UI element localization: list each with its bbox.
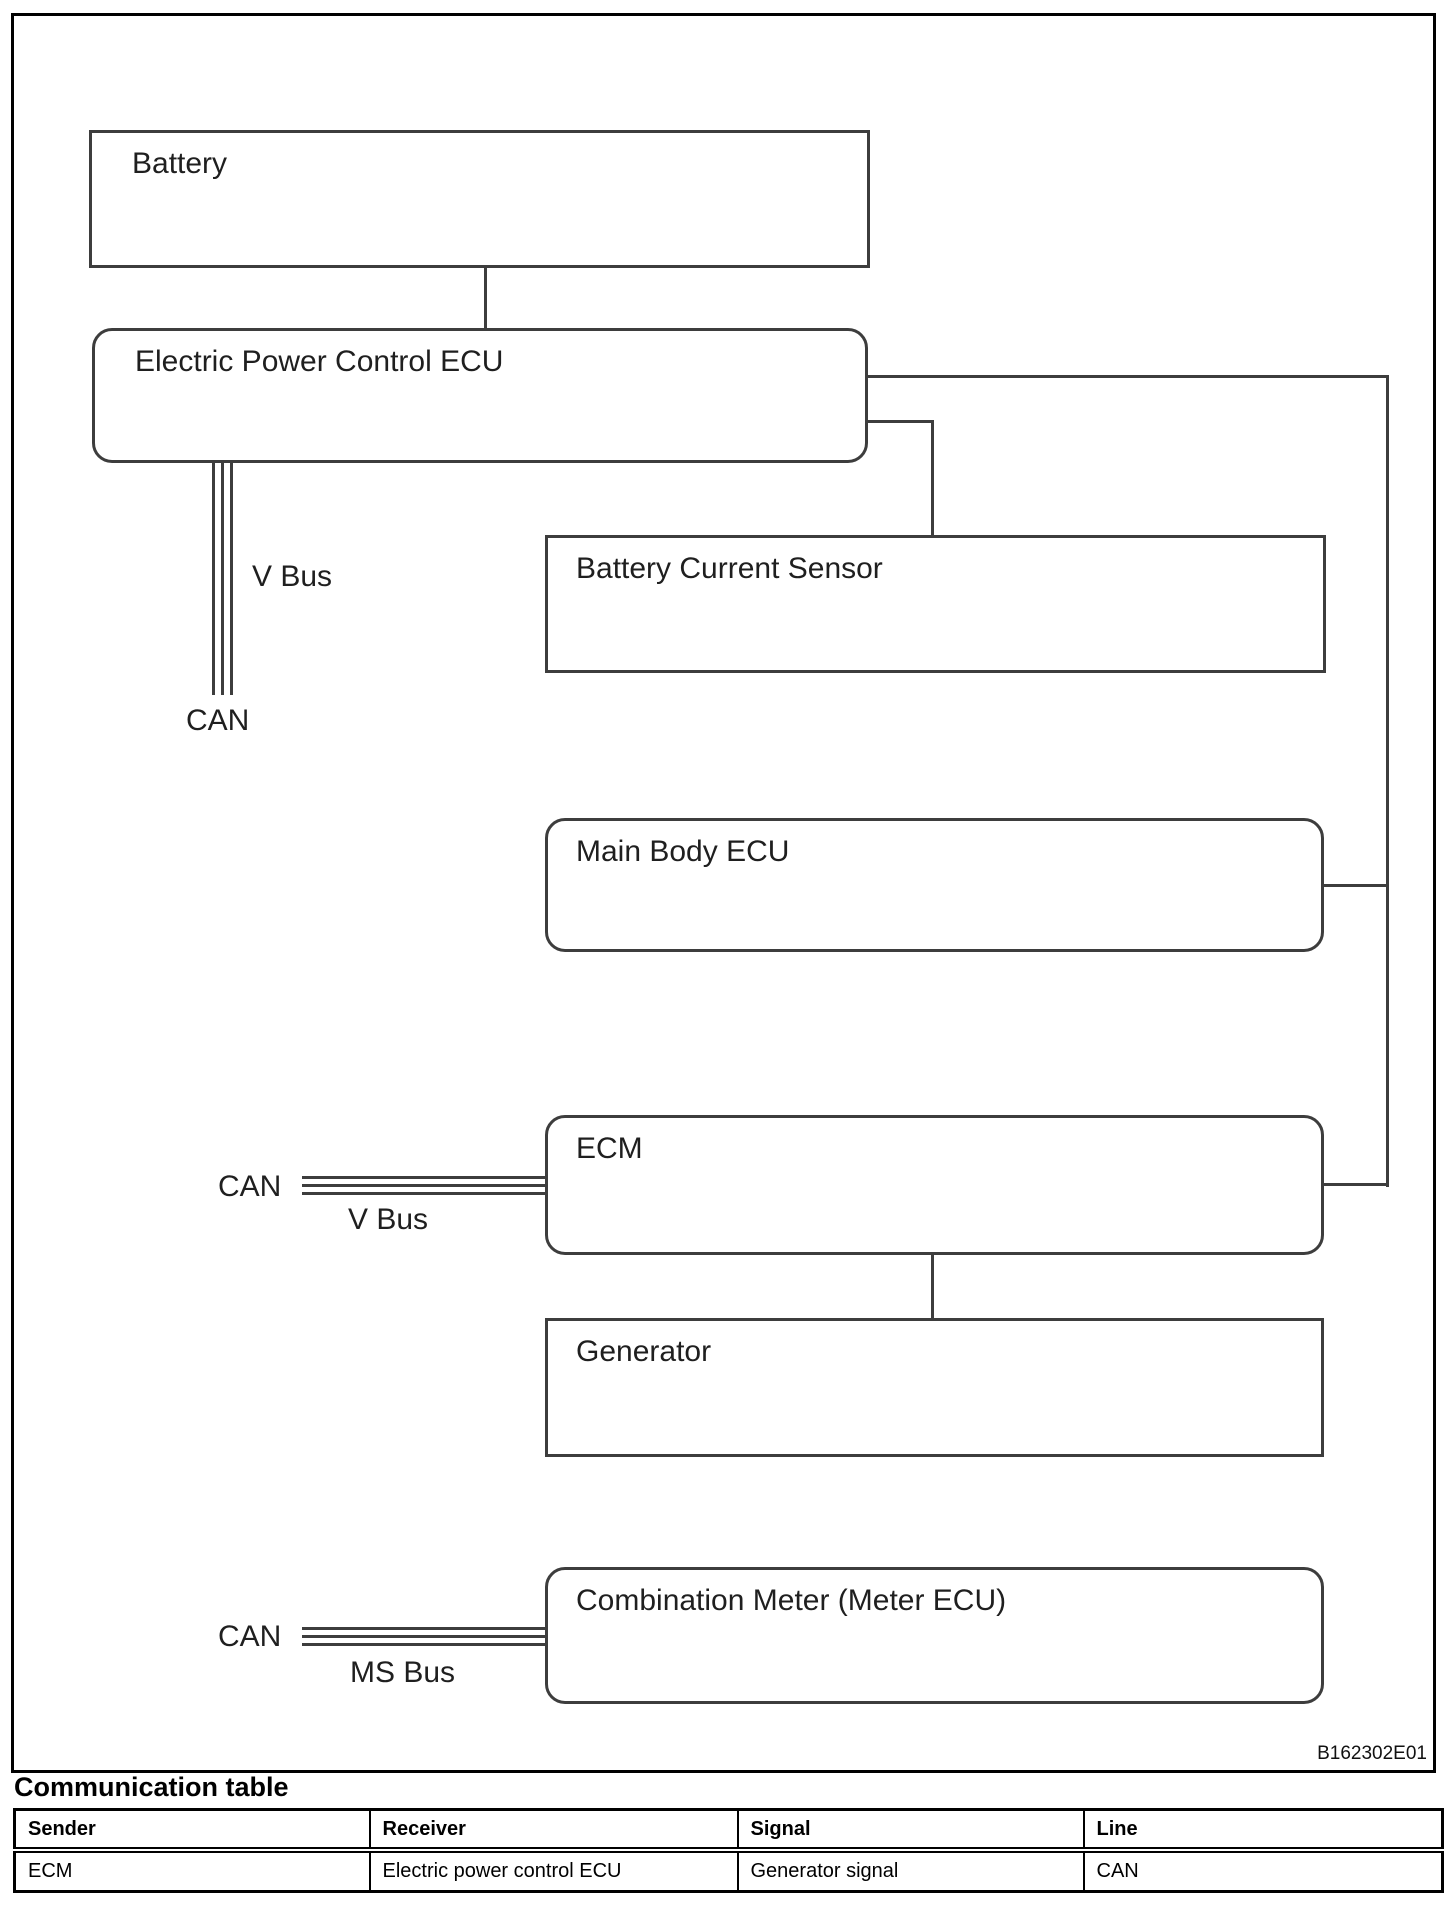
ecm-label: ECM [576,1132,643,1165]
v-bus-label-top: V Bus [252,560,333,593]
communication-table-heading: Communication table [14,1772,289,1802]
wire-battery-to-epc [484,268,487,328]
generator-box: Generator [545,1318,1324,1457]
figure-code: B162302E01 [1317,1743,1427,1764]
right-bus-vertical-wire [1386,375,1389,1187]
epc-v-bus-triple-line-2 [221,463,224,695]
can-label-meter: CAN [218,1620,282,1653]
battery-box: Battery [89,130,870,268]
combination-meter-label: Combination Meter (Meter ECU) [576,1584,1007,1617]
battery-current-sensor-label: Battery Current Sensor [576,552,883,585]
ecm-can-triple-line-3 [302,1192,545,1195]
cell-receiver: Electric power control ECU [368,1849,739,1893]
meter-can-triple-line-2 [302,1635,545,1638]
wire-ecm-to-bus [1321,1183,1386,1186]
communication-table: Sender Receiver Signal Line ECM Electric… [13,1808,1444,1893]
ms-bus-label-meter: MS Bus [350,1656,456,1689]
column-header-signal: Signal [736,1808,1085,1853]
generator-label: Generator [576,1335,712,1368]
electric-power-control-ecu-box: Electric Power Control ECU [92,328,868,463]
wire-epc-to-battery-current-sensor-horizontal [868,420,934,423]
can-label-ecm: CAN [218,1170,282,1203]
electric-power-control-ecu-label: Electric Power Control ECU [135,345,504,378]
epc-v-bus-triple-line-3 [230,463,233,695]
column-header-line: Line [1082,1808,1444,1853]
cell-sender: ECM [13,1849,371,1893]
battery-label: Battery [132,147,228,180]
ecm-can-triple-line-2 [302,1184,545,1187]
diagram-border [11,13,1436,1773]
wire-epc-to-battery-current-sensor-vertical [931,420,934,535]
communication-table-header-row: Sender Receiver Signal Line [13,1808,1444,1853]
cell-line: CAN [1082,1849,1444,1893]
meter-can-triple-line-1 [302,1627,545,1630]
battery-current-sensor-box: Battery Current Sensor [545,535,1326,673]
cell-signal: Generator signal [736,1849,1085,1893]
wire-main-body-ecu-to-bus [1321,884,1386,887]
table-row: ECM Electric power control ECU Generator… [13,1849,1444,1893]
column-header-sender: Sender [13,1808,371,1853]
wire-epc-to-right-bus [868,375,1389,378]
ecm-box: ECM [545,1115,1324,1255]
column-header-receiver: Receiver [368,1808,739,1853]
epc-v-bus-triple-line-1 [212,463,215,695]
combination-meter-box: Combination Meter (Meter ECU) [545,1567,1324,1704]
can-label-top: CAN [186,704,250,737]
meter-can-triple-line-3 [302,1643,545,1646]
main-body-ecu-box: Main Body ECU [545,818,1324,952]
main-body-ecu-label: Main Body ECU [576,835,790,868]
wire-ecm-to-generator [931,1252,934,1318]
ecm-can-triple-line-1 [302,1176,545,1179]
v-bus-label-ecm: V Bus [348,1203,429,1236]
